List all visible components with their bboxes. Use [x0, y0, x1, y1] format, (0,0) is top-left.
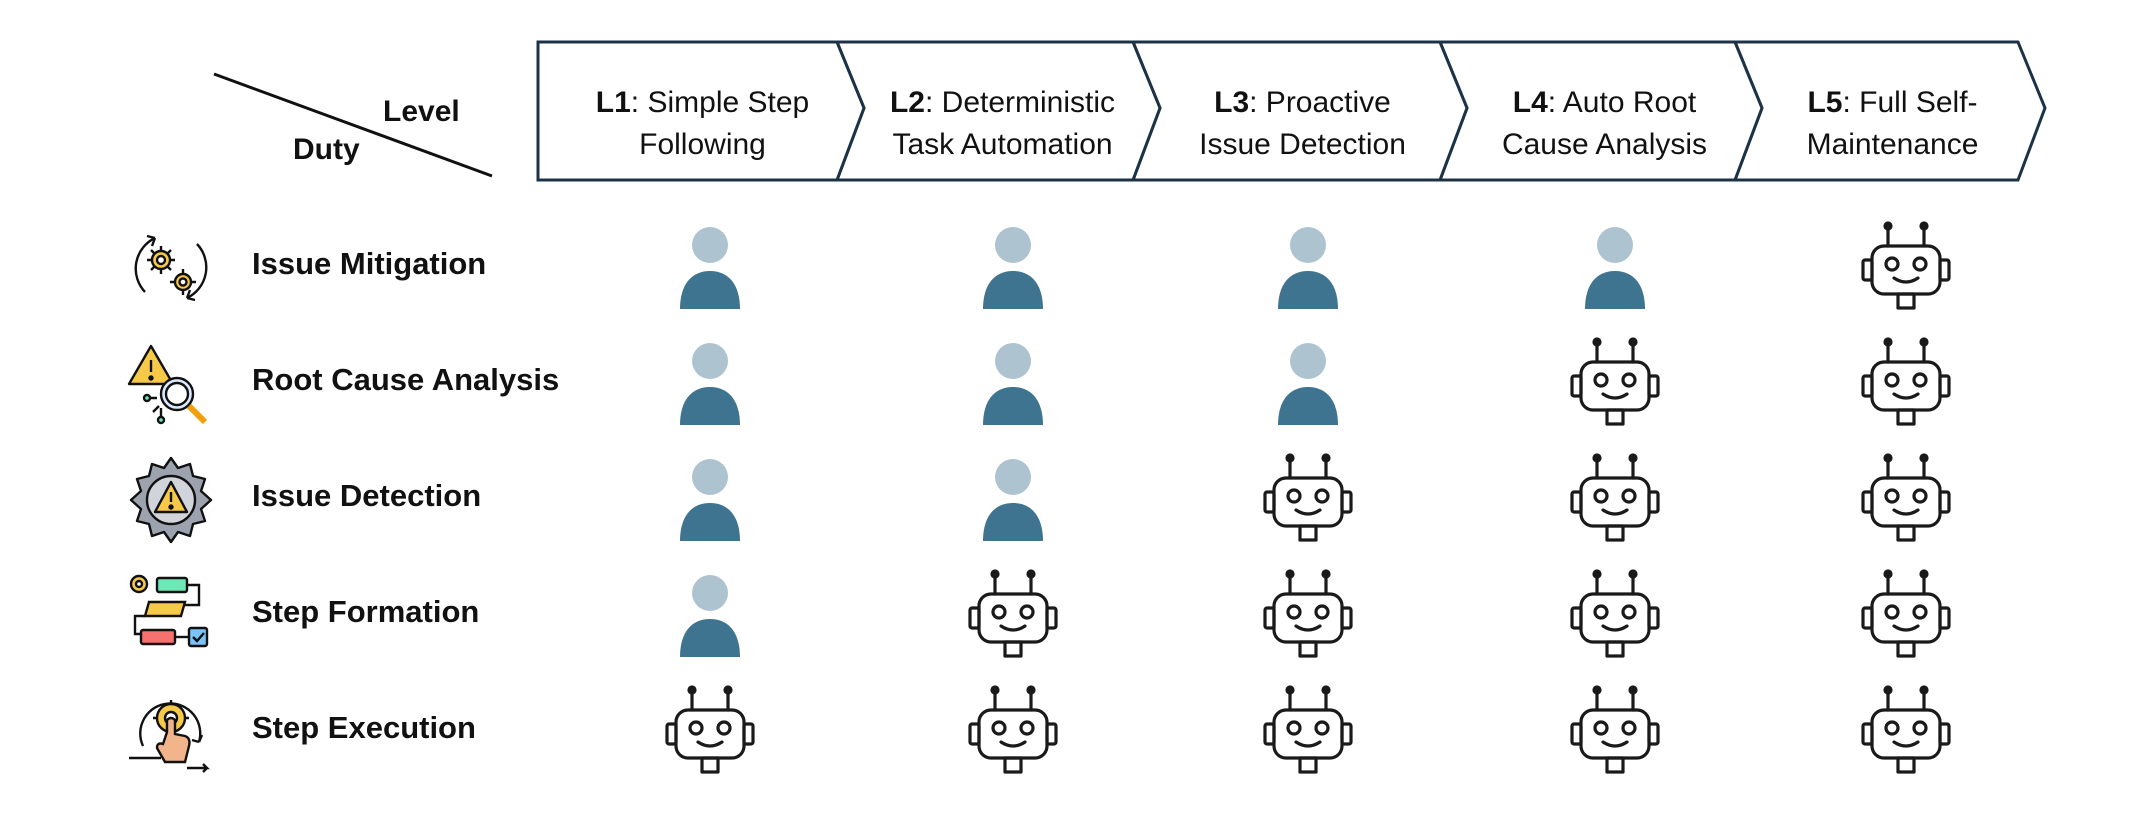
robot-icon: [660, 685, 760, 776]
level-code: L5: [1807, 86, 1843, 119]
level-name-line2: Maintenance: [1806, 128, 1979, 161]
workflow-steps-icon: [125, 570, 217, 662]
level-name: : Simple Step: [630, 86, 810, 119]
duty-label: Issue Mitigation: [252, 246, 487, 281]
level-name-line2: Following: [639, 128, 766, 161]
robot-icon: [963, 569, 1063, 660]
human-icon: [963, 340, 1063, 428]
warning-magnifier-icon: [125, 338, 217, 430]
level-name: : Auto Root: [1547, 86, 1697, 119]
level-name: : Full Self-: [1842, 86, 1978, 119]
level-name-line2: Issue Detection: [1199, 128, 1406, 161]
gears-cycle-icon: [125, 222, 217, 314]
gear-warning-icon: [125, 454, 217, 546]
robot-icon: [1565, 569, 1665, 660]
level-name: : Proactive: [1249, 86, 1391, 119]
level-code: L3: [1214, 86, 1250, 119]
level-name: : Deterministic: [924, 86, 1116, 119]
robot-icon: [1258, 685, 1358, 776]
duty-label: Root Cause Analysis: [252, 362, 560, 397]
robot-icon: [1856, 569, 1956, 660]
robot-icon: [1856, 453, 1956, 544]
human-icon: [1258, 224, 1358, 312]
robot-icon: [1856, 221, 1956, 312]
duty-label: Step Formation: [252, 594, 480, 629]
human-icon: [1565, 224, 1665, 312]
human-icon: [963, 456, 1063, 544]
level-header-l5: L5: Full Self- Maintenance: [1760, 72, 2025, 176]
robot-icon: [1258, 569, 1358, 660]
level-code: L2: [889, 86, 925, 119]
human-icon: [660, 456, 760, 544]
human-icon: [660, 340, 760, 428]
corner-duty-label: Duty: [293, 133, 360, 166]
duty-row: Step Formation: [0, 566, 2138, 666]
corner-level-label: Level: [383, 95, 460, 128]
level-chevron-header: [536, 40, 2047, 182]
duty-row: Step Execution: [0, 682, 2138, 782]
human-icon: [660, 224, 760, 312]
level-code: L1: [595, 86, 631, 119]
duty-row: Root Cause Analysis: [0, 334, 2138, 434]
duty-row: Issue Mitigation: [0, 218, 2138, 318]
level-name-line2: Task Automation: [892, 128, 1113, 161]
robot-icon: [1258, 453, 1358, 544]
gear-hand-click-icon: [125, 686, 217, 778]
robot-icon: [1856, 337, 1956, 428]
chevron-l1: [536, 40, 866, 182]
corner-diagonal-line: [213, 72, 493, 178]
robot-icon: [1565, 453, 1665, 544]
robot-icon: [963, 685, 1063, 776]
duty-label: Step Execution: [252, 710, 476, 745]
robot-icon: [1856, 685, 1956, 776]
level-code: L4: [1512, 86, 1548, 119]
robot-icon: [1565, 685, 1665, 776]
duty-row: Issue Detection: [0, 450, 2138, 550]
robot-icon: [1565, 337, 1665, 428]
human-icon: [660, 572, 760, 660]
human-icon: [963, 224, 1063, 312]
human-icon: [1258, 340, 1358, 428]
level-name-line2: Cause Analysis: [1501, 128, 1708, 161]
duty-label: Issue Detection: [252, 478, 482, 513]
